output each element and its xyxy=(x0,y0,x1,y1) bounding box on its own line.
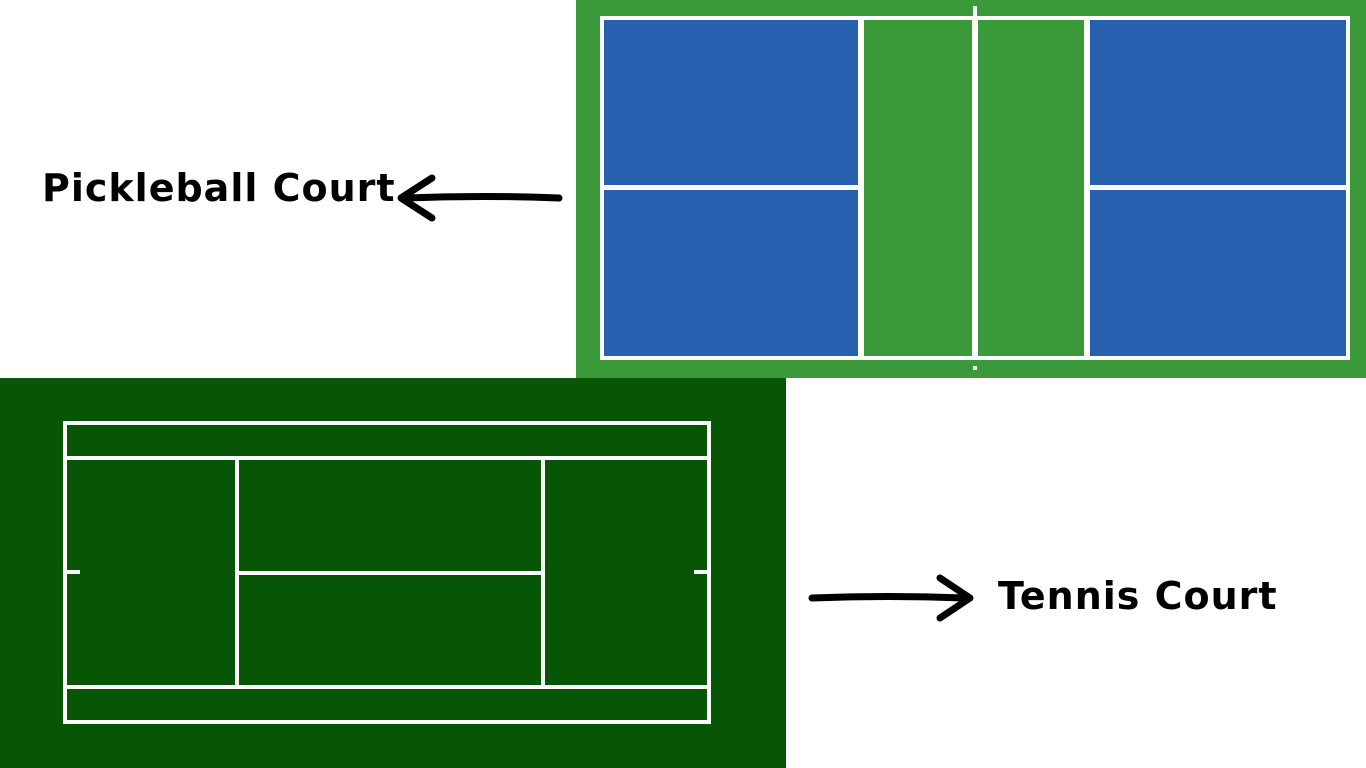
pickleball-service-box-right-bottom xyxy=(1090,190,1346,356)
pickleball-kitchen-right xyxy=(978,20,1084,356)
arrow-right-icon xyxy=(808,574,974,622)
tennis-court-diagram xyxy=(0,378,786,768)
pickleball-service-box-left-bottom xyxy=(604,190,858,356)
tennis-court-label: Tennis Court xyxy=(998,574,1278,618)
pickleball-service-box-right-top xyxy=(1090,20,1346,185)
pickleball-kitchen-left xyxy=(864,20,972,356)
pickleball-service-box-left-top xyxy=(604,20,858,185)
pickleball-court-label: Pickleball Court xyxy=(42,166,396,210)
pickleball-court-diagram xyxy=(576,0,1366,378)
arrow-left-icon xyxy=(397,174,563,222)
